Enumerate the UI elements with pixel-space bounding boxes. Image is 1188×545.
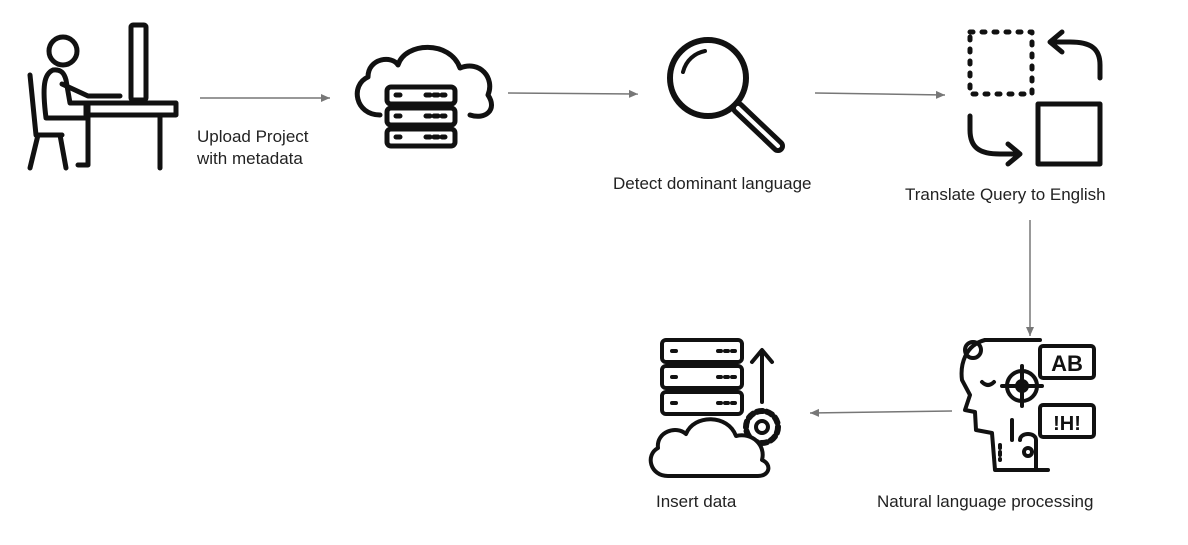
arrow-cloud-to-detect — [507, 89, 639, 98]
arrow-nlp-to-insert — [809, 408, 953, 417]
magnifier-icon — [667, 37, 785, 153]
ai-head-language-icon: AB !H! — [959, 338, 1096, 472]
translate-swap-icon — [967, 29, 1103, 167]
cloud-server-icon — [354, 44, 494, 149]
insert-data-label: Insert data — [656, 492, 737, 511]
nlp-label: Natural language processing — [877, 492, 1094, 511]
arrow-detect-to-translate — [814, 90, 946, 99]
upload-project-label: Upload Project with metadata — [197, 127, 309, 168]
translate-query-label: Translate Query to English — [905, 185, 1106, 204]
detect-language-label: Detect dominant language — [613, 174, 812, 193]
user-at-desk-icon — [27, 22, 179, 171]
svg-text:AB: AB — [1051, 351, 1083, 376]
svg-text:!H!: !H! — [1053, 413, 1081, 435]
database-cloud-upload-icon — [648, 338, 781, 478]
